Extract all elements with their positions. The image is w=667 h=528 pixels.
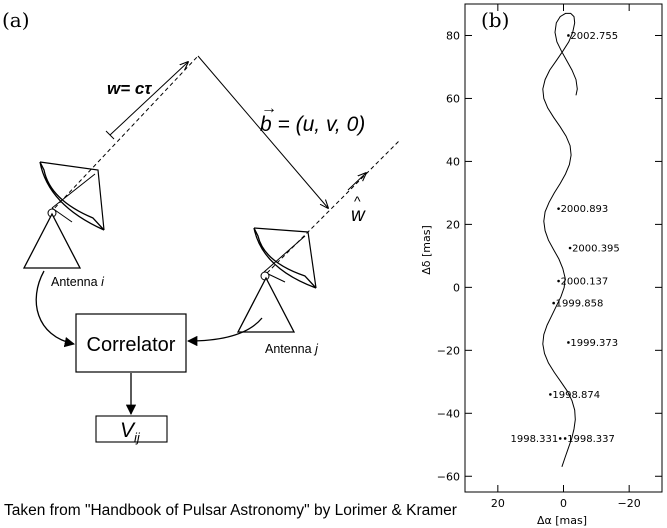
- antenna-i-label: Antenna i: [51, 275, 105, 289]
- y-tick-label: −20: [437, 344, 460, 357]
- x-tick-label: 0: [560, 497, 567, 510]
- epoch-marker: [563, 437, 567, 440]
- delay-label: w= cτ: [107, 79, 152, 98]
- epoch-label: 2000.137: [561, 277, 609, 288]
- epoch-label: 1998.874: [552, 390, 600, 401]
- epoch-marker: [549, 393, 552, 396]
- x-tick-label: −20: [618, 497, 641, 510]
- y-tick-label: −60: [437, 470, 460, 483]
- x-axis-label: Δα [mas]: [537, 514, 587, 527]
- direction-label: w: [351, 205, 366, 226]
- y-axis: −60 −40 −20 0 20 40 60 80: [437, 29, 662, 483]
- antenna-j-dish-rim: [253, 227, 317, 289]
- x-tick-label: 20: [491, 497, 505, 510]
- epoch-label: 2000.395: [572, 244, 620, 255]
- delay-tick: [105, 130, 115, 140]
- epoch-label: 1999.858: [556, 299, 604, 310]
- epoch-marker: [557, 207, 560, 210]
- panel-a-label: (a): [2, 8, 30, 32]
- y-tick-label: 80: [446, 29, 460, 42]
- panel-b-label: (b): [481, 8, 509, 32]
- output-box: [95, 415, 168, 443]
- epoch-label: 1998.331: [510, 434, 558, 445]
- y-axis-label: Δδ [mas]: [420, 225, 433, 275]
- epoch-marker: [567, 341, 570, 344]
- baseline-label: b = (u, v, 0): [260, 113, 365, 136]
- antenna-i-feed-strut-1: [51, 173, 96, 209]
- correlator-label: Correlator: [87, 334, 176, 356]
- antenna-i-to-correlator-arrow: [35, 270, 76, 348]
- antenna-j: Antenna j: [236, 227, 319, 356]
- pulsar-position-track: [542, 12, 578, 467]
- plot-frame: [464, 3, 663, 493]
- direction-arrow: [347, 173, 366, 191]
- y-tick-label: 40: [446, 155, 460, 168]
- antenna-j-to-correlator-arrow: [186, 317, 263, 347]
- y-tick-label: 20: [446, 218, 460, 231]
- y-tick-label: 60: [446, 92, 460, 105]
- signal-path-j: [261, 139, 401, 279]
- epoch-marker: [568, 246, 572, 250]
- epoch-labels: 2002.755 2000.893 2000.395 2000.137 1999.858…: [510, 31, 619, 445]
- epoch-marker: [567, 34, 570, 37]
- y-tick-label: −40: [437, 407, 460, 420]
- antenna-j-label: Antenna j: [265, 342, 319, 356]
- epoch-label: 1999.373: [570, 338, 618, 349]
- y-tick-label: 0: [453, 281, 460, 294]
- antenna-i-dish-rim: [39, 161, 105, 231]
- signal-path-i: [49, 55, 199, 214]
- epoch-label: 2000.893: [561, 204, 609, 215]
- epoch-marker: [557, 279, 560, 283]
- baseline-arrow-glyph: →: [261, 100, 277, 117]
- epoch-label: 2002.755: [570, 31, 618, 42]
- delay-line: [109, 62, 188, 136]
- antenna-j-dish: [253, 227, 317, 289]
- epoch-label: 1998.337: [567, 434, 615, 445]
- antenna-j-feed-strut-1: [263, 235, 306, 273]
- epoch-marker: [558, 437, 562, 440]
- figure-caption: Taken from "Handbook of Pulsar Astronomy…: [4, 502, 457, 519]
- direction-hat-glyph: ^: [354, 193, 361, 209]
- output-label: Vij: [120, 419, 141, 445]
- baseline-vector: [197, 55, 328, 208]
- antenna-j-mount: [236, 276, 296, 333]
- panel-a: (a) w= cτ → b = (u, v, 0) ^ w Antenna i: [2, 8, 401, 445]
- antenna-i-mount: [22, 212, 82, 269]
- correlator-box: [75, 313, 187, 373]
- epoch-marker: [552, 301, 555, 305]
- antenna-i: Antenna i: [22, 161, 105, 289]
- x-axis: 20 0 −20: [491, 4, 641, 510]
